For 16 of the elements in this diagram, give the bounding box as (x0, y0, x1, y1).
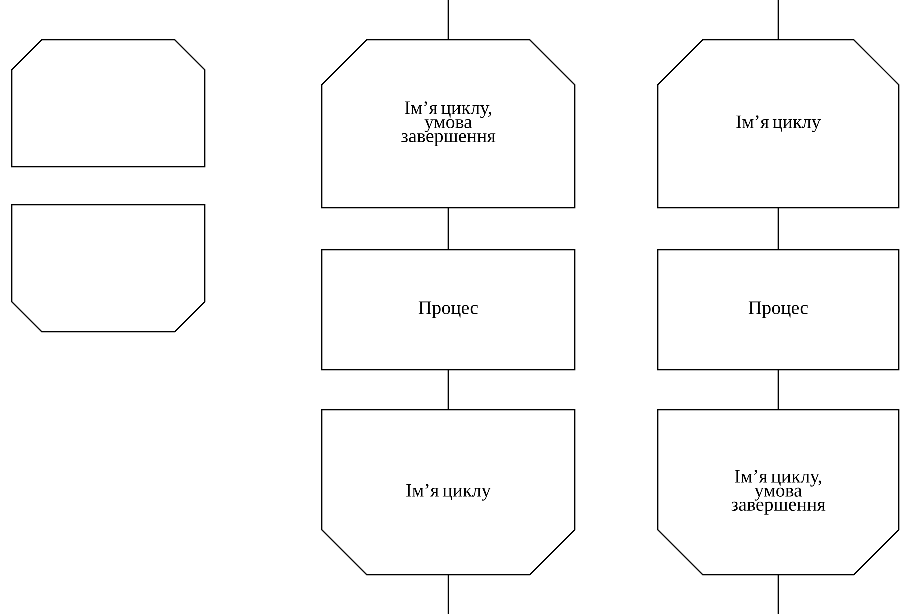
loop-end-box (11, 204, 206, 333)
connector-line (448, 208, 450, 250)
process-box: Процес (657, 249, 900, 371)
loop-end-box: Ім’я циклу (321, 409, 576, 576)
connector-line (778, 370, 780, 410)
connector-line (778, 575, 780, 614)
loop-end-box: Ім’я циклу, умова завершення (657, 409, 900, 576)
connector-line (448, 575, 450, 614)
loop-start-box: Ім’я циклу, умова завершення (321, 39, 576, 209)
connector-line (778, 208, 780, 250)
connector-line (778, 0, 780, 40)
loop-start-box: Ім’я циклу (657, 39, 900, 209)
loop-start-box (11, 39, 206, 168)
connector-line (448, 370, 450, 410)
process-box: Процес (321, 249, 576, 371)
connector-line (448, 0, 450, 40)
